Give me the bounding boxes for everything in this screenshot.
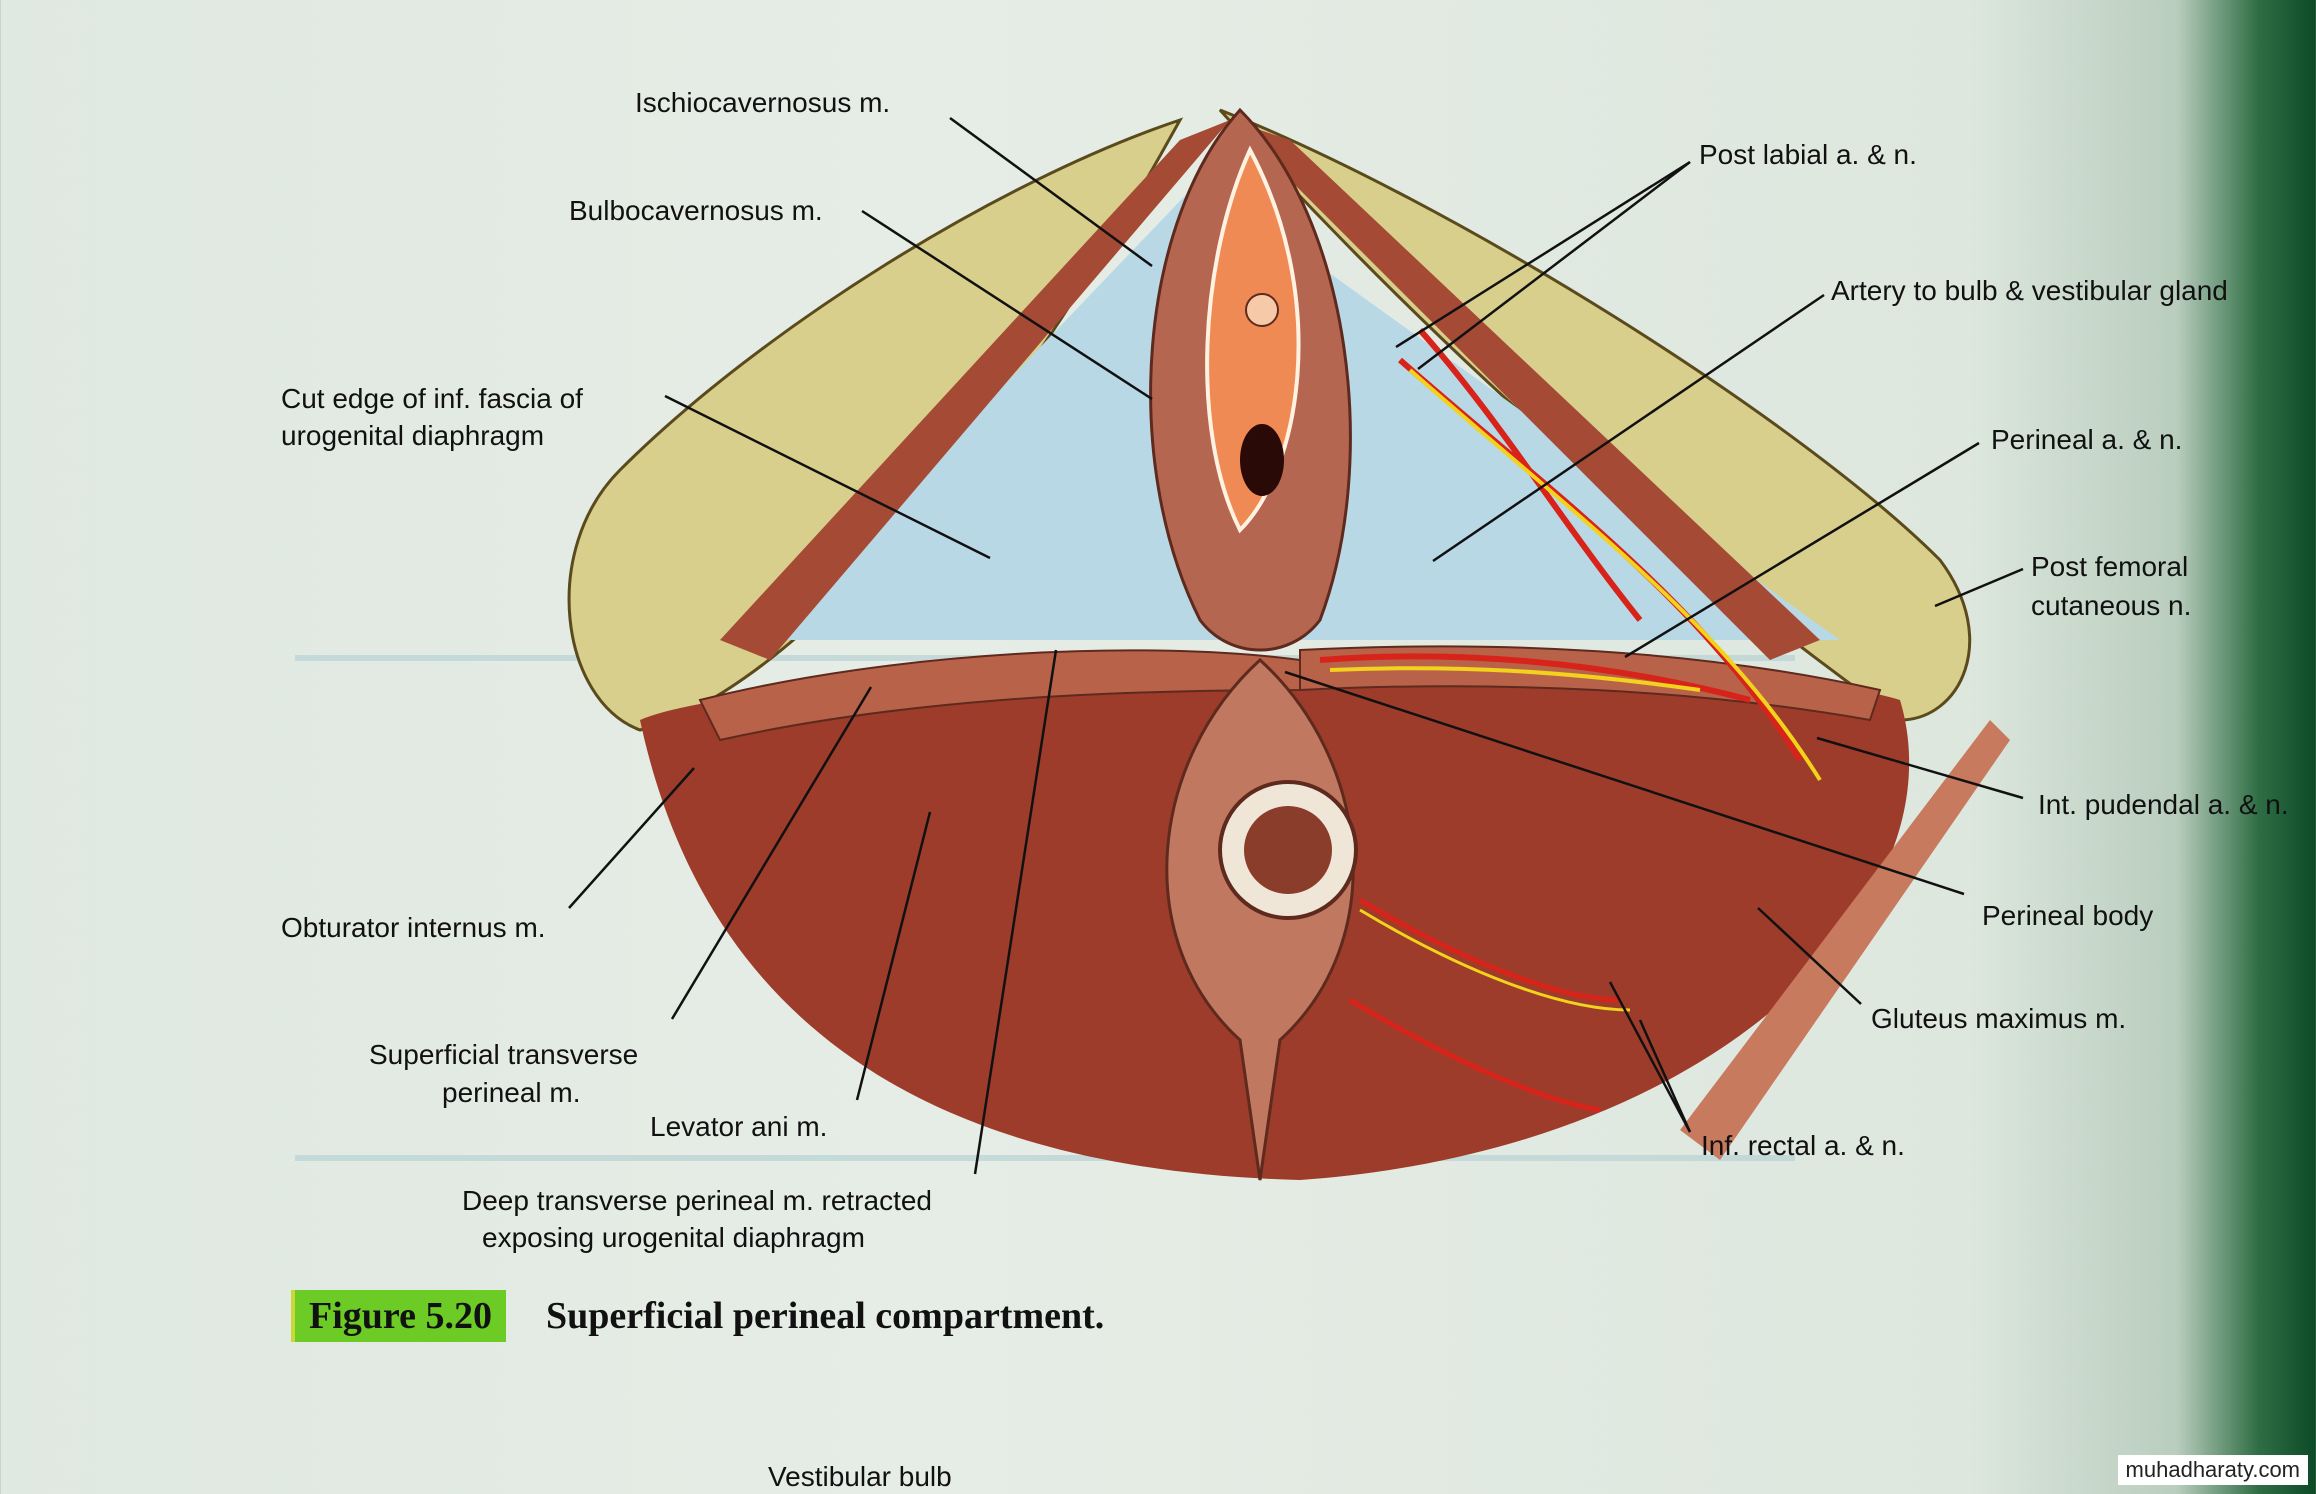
label-obturator: Obturator internus m. — [281, 912, 546, 943]
label-sup-transverse-line1: Superficial transverse — [369, 1039, 639, 1070]
label-perineal-an: Perineal a. & n. — [1991, 424, 2183, 455]
ischiocavernosus-left — [720, 120, 1230, 660]
anal-lumen — [1244, 806, 1332, 894]
label-post-femoral-line1: Post femoral — [2031, 551, 2189, 582]
label-perineal-body: Perineal body — [1982, 900, 2154, 931]
urethral-orifice — [1245, 293, 1279, 327]
label-levator-ani: Levator ani m. — [650, 1111, 828, 1142]
inferior-rectal-nerve — [1359, 908, 1631, 1012]
label-ischiocavernosus: Ischiocavernosus m. — [635, 87, 891, 118]
label-gluteus: Gluteus maximus m. — [1871, 1003, 2127, 1034]
inferior-rectal-vessels — [1348, 897, 1621, 1113]
figure-number-badge: Figure 5.20 — [291, 1290, 506, 1342]
pudendal-nerve — [1329, 368, 1822, 782]
label-int-pudendal: Int. pudendal a. & n. — [2038, 789, 2289, 820]
label-inf-rectal: Inf. rectal a. & n. — [1701, 1130, 1905, 1161]
label-artery-bulb: Artery to bulb & vestibular gland — [1831, 275, 2228, 306]
label-post-labial: Post labial a. & n. — [1699, 139, 1917, 170]
vaginal-orifice — [1240, 424, 1284, 496]
label-post-femoral-line2: cutaneous n. — [2031, 590, 2192, 621]
label-bulbocavernosus: Bulbocavernosus m. — [569, 195, 823, 226]
figure-caption: Superficial perineal compartment. — [546, 1295, 1105, 1337]
ischiocavernosus-right — [1230, 120, 1820, 660]
watermark: muhadharaty.com — [2117, 1455, 2308, 1485]
label-vestibular-bulb: Vestibular bulb — [768, 1461, 952, 1492]
label-sup-transverse-line2: perineal m. — [442, 1077, 581, 1108]
page-rule — [295, 1155, 1795, 1161]
label-cut-edge-line2: urogenital diaphragm — [281, 420, 545, 451]
label-deep-transverse-line1: Deep transverse perineal m. retracted — [462, 1185, 932, 1216]
label-cut-edge-line1: Cut edge of inf. fascia of — [281, 383, 583, 414]
label-deep-transverse-line2: exposing urogenital diaphragm — [482, 1222, 865, 1253]
leader-lines — [568, 116, 2024, 1175]
gluteus-band — [1680, 720, 2010, 1160]
